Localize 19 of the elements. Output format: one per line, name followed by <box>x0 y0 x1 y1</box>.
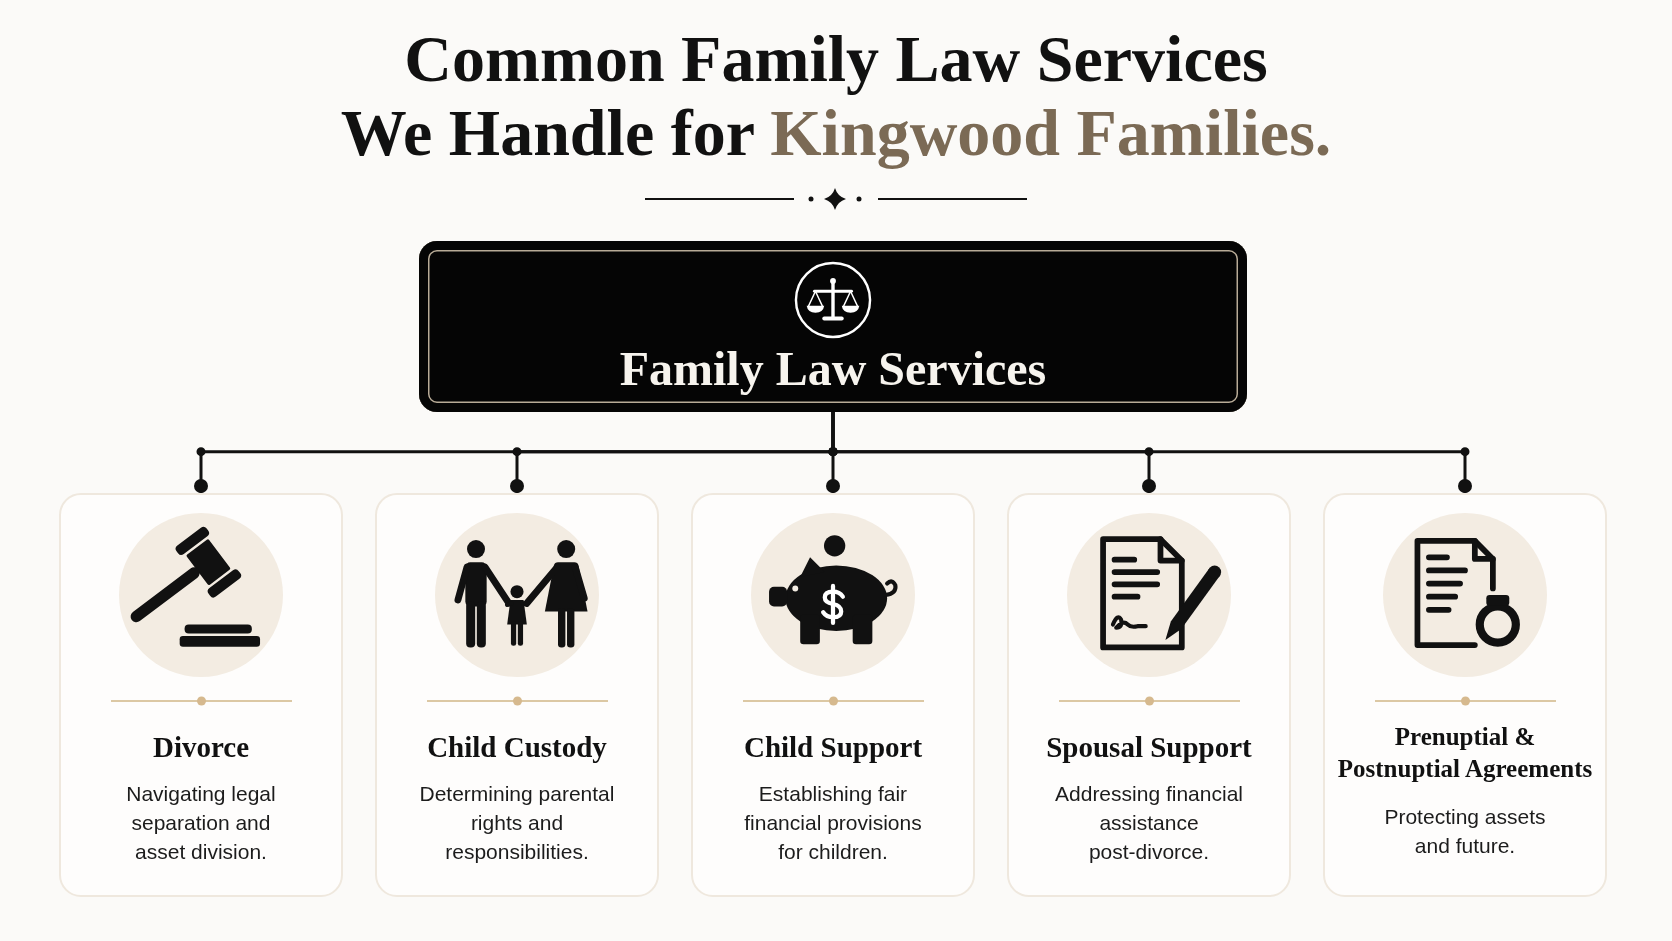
card-heading: Child Support <box>743 730 923 764</box>
service-card <box>59 493 343 897</box>
service-card <box>375 493 659 897</box>
service-card <box>1323 493 1607 897</box>
card-heading: Child Custody <box>427 730 607 764</box>
card-description: Protecting assets and future. <box>1383 804 1547 859</box>
card-heading: Prenuptial & Postnuptial Agreements <box>1336 722 1594 784</box>
service-card <box>1007 493 1291 897</box>
card-description: Establishing fair financial provisions for children. <box>743 781 923 865</box>
header-title: Family Law Services <box>619 341 1047 397</box>
connector-line <box>828 412 1472 493</box>
title: Common Family Law Services We Handle for Kingwood Families. <box>340 22 1332 170</box>
card-description: Addressing financial assistance post-divorce. <box>1054 781 1244 865</box>
card-description: Determining parental rights and responsibilities. <box>418 781 616 865</box>
header-box <box>419 241 1247 412</box>
service-card <box>691 493 975 897</box>
card-heading: Divorce <box>152 730 250 764</box>
card-heading: Spousal Support <box>1046 730 1252 764</box>
card-description: Navigating legal separation and asset division. <box>125 781 277 865</box>
